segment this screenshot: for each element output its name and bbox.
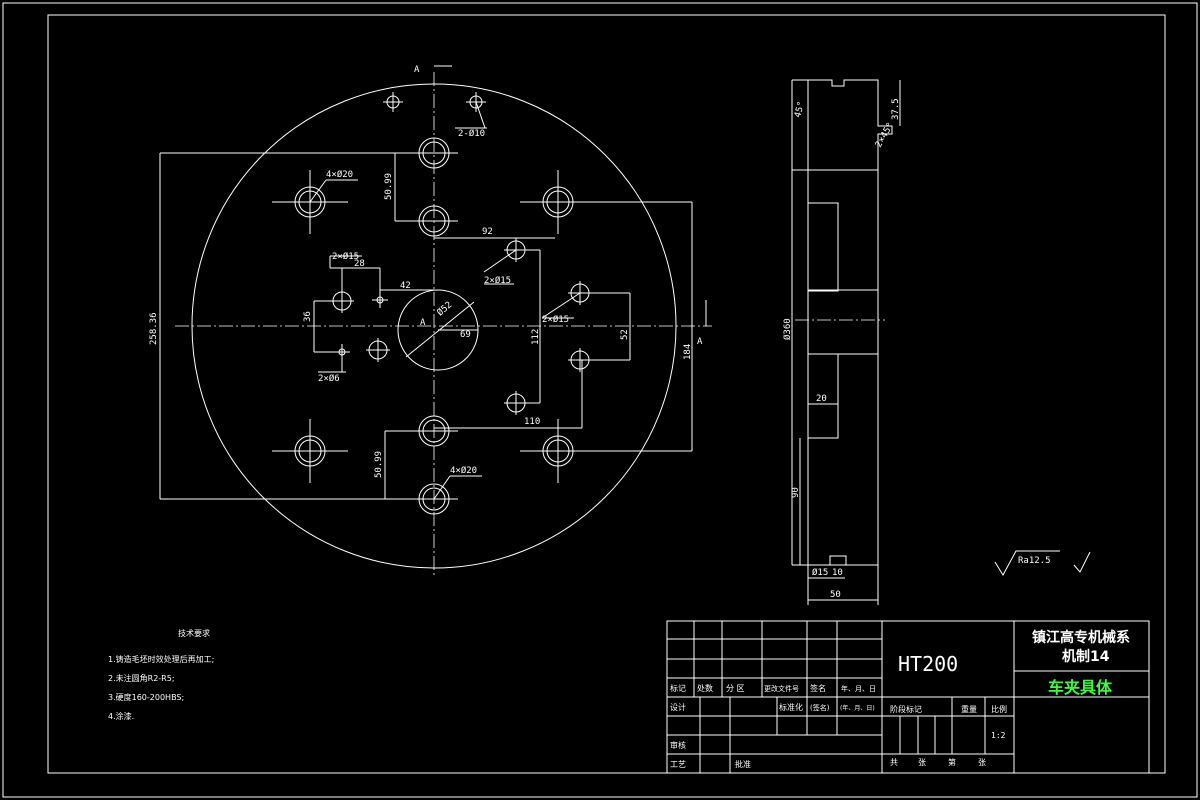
dim-holes-2x15-left: 2×Ø15 (332, 251, 359, 262)
svg-text:签名: 签名 (810, 683, 826, 693)
svg-text:张: 张 (918, 758, 926, 767)
svg-text:标准化: 标准化 (779, 702, 803, 712)
dim-side-45: 45° (793, 100, 807, 118)
dim-holes-4x20-top: 4×Ø20 (326, 169, 353, 180)
design-label: 设计 (670, 702, 686, 712)
scale-value: 1:2 (991, 731, 1006, 740)
svg-text:年、月、日: 年、月、日 (841, 684, 876, 693)
part-name: 车夹具体 (1048, 678, 1113, 697)
dim-42: 42 (400, 281, 411, 291)
section-view: Ø360 37.5 2×45° 45° 20 90 Ø15 10 50 (782, 79, 901, 605)
svg-text:共: 共 (890, 758, 898, 767)
dim-holes-2x10: 2-Ø10 (458, 128, 485, 139)
section-label-right: A (697, 337, 703, 347)
technical-requirements: 技术要求 1.铸造毛坯时效处理后再加工; 2.未注圆角R2-R5; 3.硬度16… (108, 628, 214, 721)
svg-text:批准: 批准 (735, 759, 751, 769)
dim-side-15: Ø15 (812, 567, 828, 578)
dim-holes-2x15-mid: 2×Ø15 (484, 275, 511, 286)
dim-258-36: 258.36 (149, 312, 159, 345)
dim-holes-4x20-bottom: 4×Ø20 (450, 465, 477, 476)
dim-28: 28 (354, 259, 365, 269)
svg-text:第: 第 (948, 757, 956, 767)
svg-text:工艺: 工艺 (670, 760, 686, 769)
svg-text:1.铸造毛坯时效处理后再加工;: 1.铸造毛坯时效处理后再加工; (108, 654, 214, 664)
svg-text:审核: 审核 (670, 740, 686, 750)
svg-text:重量: 重量 (961, 704, 977, 714)
svg-text:2.未注圆角R2-R5;: 2.未注圆角R2-R5; (108, 673, 175, 683)
school-line2: 机制14 (1062, 648, 1110, 665)
section-profile (807, 79, 893, 566)
dim-50-99-bottom: 50.99 (374, 451, 384, 478)
dim-side-90: 90 (791, 487, 801, 498)
dim-holes-2x6: 2×Ø6 (318, 373, 340, 384)
svg-text:(年、月、日): (年、月、日) (840, 704, 875, 712)
dim-holes-2x15-right: 2×Ø15 (542, 314, 569, 325)
dim-side-bevel: 2×45° (874, 121, 896, 149)
svg-text:标记: 标记 (670, 683, 686, 693)
svg-text:(签名): (签名) (810, 703, 830, 712)
section-label-center: A (420, 318, 426, 328)
inner-frame (47, 14, 1166, 774)
svg-text:3.硬度160-200HBS;: 3.硬度160-200HBS; (108, 692, 184, 702)
svg-text:4.涂漆.: 4.涂漆. (108, 711, 134, 721)
dim-side-37-5: 37.5 (891, 98, 901, 120)
dim-side-20: 20 (816, 394, 827, 404)
svg-text:比例: 比例 (991, 704, 1007, 714)
section-label-top: A (414, 65, 420, 75)
dim-92: 92 (482, 227, 493, 237)
dim-side-10: 10 (832, 568, 843, 578)
school-line1: 镇江高专机械系 (1032, 629, 1130, 646)
svg-text:张: 张 (978, 758, 986, 767)
svg-text:处数: 处数 (697, 683, 713, 693)
dim-center-dia: Ø52 (435, 299, 455, 318)
dim-184: 184 (683, 344, 693, 360)
dim-50-99-top: 50.99 (384, 173, 394, 200)
tech-req-title: 技术要求 (178, 628, 210, 638)
svg-text:Ra12.5: Ra12.5 (1018, 556, 1051, 566)
svg-text:阶段标记: 阶段标记 (890, 704, 922, 714)
dim-110: 110 (524, 417, 540, 427)
front-view: A A Ø52 A 2-Ø1 (149, 65, 712, 575)
dim-112: 112 (531, 329, 541, 345)
dim-69: 69 (460, 330, 471, 340)
title-block: HT200 镇江高专机械系 机制14 车夹具体 标记 处数 分 区 更改文件号 … (666, 620, 1150, 774)
roughness-symbol: Ra12.5 (994, 550, 1091, 576)
material-label: HT200 (898, 652, 958, 676)
dim-52: 52 (620, 329, 630, 340)
svg-text:更改文件号: 更改文件号 (764, 684, 799, 693)
dim-side-360: Ø360 (782, 318, 793, 340)
dim-36: 36 (303, 311, 313, 322)
dim-side-50: 50 (830, 590, 841, 600)
svg-text:分 区: 分 区 (726, 684, 745, 693)
